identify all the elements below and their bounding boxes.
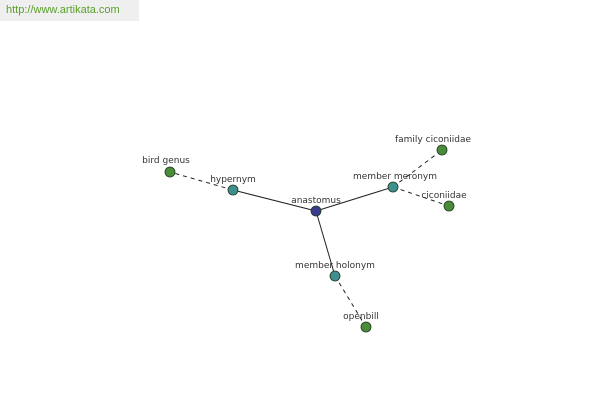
edge-member-holonym-openbill [334,275,367,328]
node-family-ciconiidae[interactable] [436,144,448,156]
edge-anastomus-hypernym [232,189,317,212]
node-member-holonym[interactable] [329,270,341,282]
node-label-openbill[interactable]: openbill [343,312,379,322]
edge-member-meronym-ciconiidae [392,186,450,207]
edge-anastomus-member-meronym [315,186,394,212]
node-label-ciconiidae[interactable]: ciconiidae [421,191,467,201]
edge-layer [169,149,450,328]
node-label-hypernym[interactable]: hypernym [210,175,256,185]
site-url-link[interactable]: http://www.artikata.com [6,4,120,16]
node-label-bird-genus[interactable]: bird genus [142,156,190,166]
node-member-meronym[interactable] [387,181,399,193]
edge-member-meronym-family-ciconiidae [392,149,443,188]
node-hypernym[interactable] [227,184,239,196]
label-layer: anastomus hypernym member meronym member ho… [142,135,471,322]
edge-hypernym-bird-genus [169,171,234,191]
node-openbill[interactable] [360,321,372,333]
node-ciconiidae[interactable] [443,200,455,212]
edge-anastomus-member-holonym [315,210,336,277]
node-label-anastomus[interactable]: anastomus [291,196,341,206]
node-label-member-holonym[interactable]: member holonym [295,261,375,271]
node-label-family-ciconiidae[interactable]: family ciconiidae [395,135,471,145]
node-layer [164,144,455,333]
node-anastomus[interactable] [310,205,322,217]
url-banner: http://www.artikata.com [0,0,139,21]
node-bird-genus[interactable] [164,166,176,178]
node-label-member-meronym[interactable]: member meronym [353,172,437,182]
